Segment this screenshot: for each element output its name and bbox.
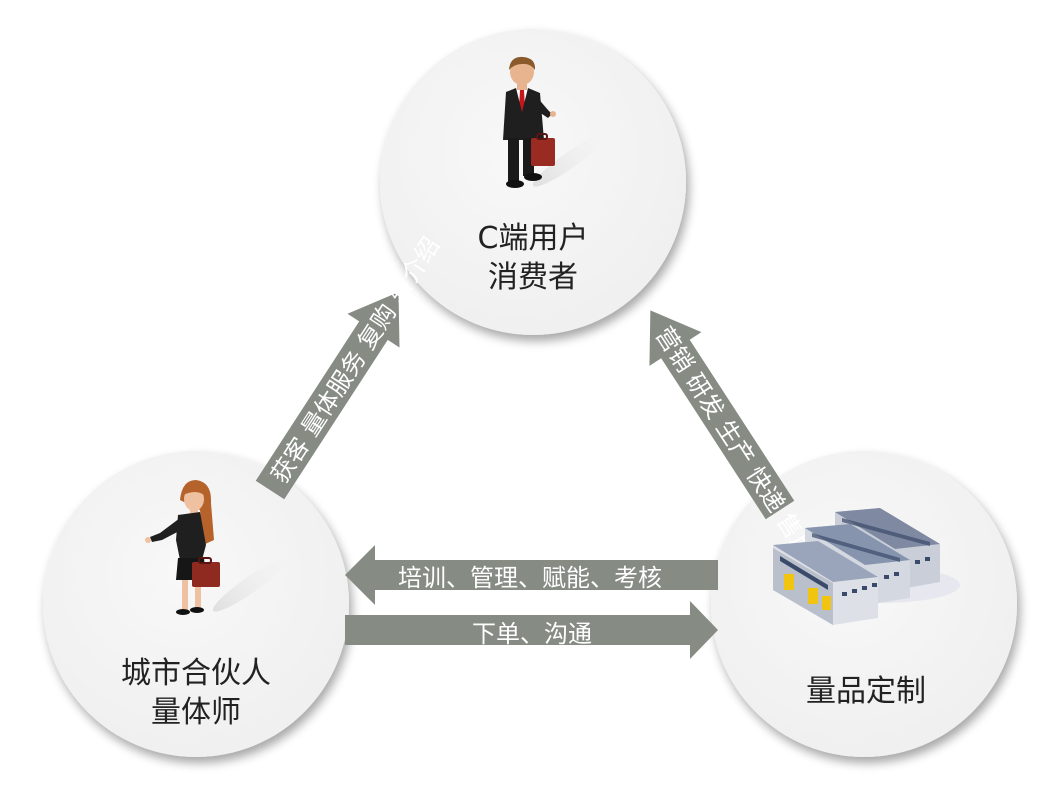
arrow-partner-to-consumer: 获客 量体服务 复购 转介绍 (255, 232, 446, 500)
consumer-label-line1: C端用户 (478, 221, 589, 256)
arrow-shape (345, 601, 718, 659)
factory-icon (773, 508, 960, 625)
consumer-circle (380, 29, 686, 335)
arrow-label: 下单、沟通 (472, 620, 592, 648)
arrow-shape (345, 545, 718, 605)
arrow-label: 培训、管理、赋能、考核 (398, 564, 662, 592)
arrow-label: 获客 量体服务 复购 转介绍 (266, 232, 446, 488)
arrow-factory-to-partner: 培训、管理、赋能、考核 (345, 545, 718, 605)
factory-label: 量品定制 (806, 674, 926, 709)
partner-label-line1: 城市合伙人 (121, 656, 271, 691)
businesswoman-icon (145, 480, 288, 615)
arrow-shape (255, 292, 400, 500)
consumer-label-line2: 消费者 (488, 260, 578, 295)
partner-label-line2: 量体师 (151, 695, 241, 730)
businessman-icon (503, 56, 608, 188)
arrow-partner-to-factory: 下单、沟通 (345, 601, 718, 659)
arrow-shape (649, 310, 795, 520)
